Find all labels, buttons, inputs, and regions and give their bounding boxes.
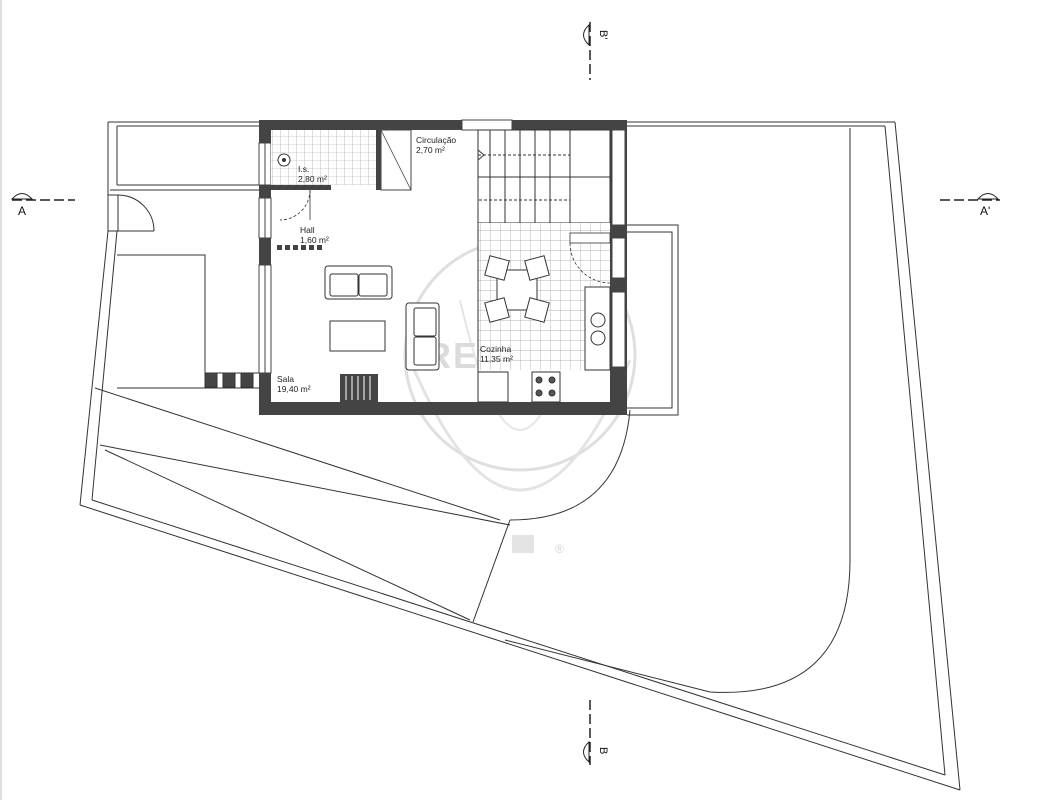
section-label-a: A bbox=[18, 204, 26, 218]
room-labels: I.s. 2,80 m² Circulação 2,70 m² Hall 1,6… bbox=[277, 135, 513, 394]
kitchen-fixtures bbox=[477, 286, 611, 403]
section-mark-b-top: B' bbox=[583, 22, 609, 80]
plot-boundary bbox=[79, 121, 961, 791]
left-annex bbox=[117, 254, 260, 389]
house-walls bbox=[258, 119, 627, 415]
toilet-icon bbox=[277, 153, 291, 167]
staircase bbox=[477, 129, 611, 224]
sofa-top bbox=[324, 265, 393, 300]
sofa-right bbox=[405, 302, 440, 371]
room-sala-name: Sala bbox=[277, 374, 294, 384]
room-is-area: 2,80 m² bbox=[298, 174, 327, 184]
ramp-lines bbox=[94, 387, 631, 623]
room-cozinha-area: 11,35 m² bbox=[480, 354, 513, 364]
room-circulacao-area: 2,70 m² bbox=[416, 145, 445, 155]
section-mark-a-right: A' bbox=[940, 193, 1000, 218]
section-mark-a-left: A bbox=[10, 193, 75, 218]
dining-table bbox=[484, 255, 550, 323]
room-is-name: I.s. bbox=[298, 164, 309, 174]
section-label-a-prime: A' bbox=[980, 204, 990, 218]
section-label-b: B bbox=[597, 747, 609, 754]
balcony bbox=[627, 224, 679, 416]
room-hall-name: Hall bbox=[300, 225, 315, 235]
coffee-table bbox=[329, 320, 386, 352]
room-sala-area: 19,40 m² bbox=[277, 384, 311, 394]
hall-threshold bbox=[277, 245, 322, 250]
section-mark-b-bottom: B bbox=[583, 700, 609, 765]
room-hall-area: 1,60 m² bbox=[300, 235, 329, 245]
section-label-b-prime: B' bbox=[597, 30, 609, 39]
room-circulacao-name: Circulação bbox=[416, 135, 456, 145]
room-cozinha-name: Cozinha bbox=[480, 344, 511, 354]
is-door bbox=[279, 189, 311, 221]
watermark-registered: ® bbox=[555, 542, 564, 556]
